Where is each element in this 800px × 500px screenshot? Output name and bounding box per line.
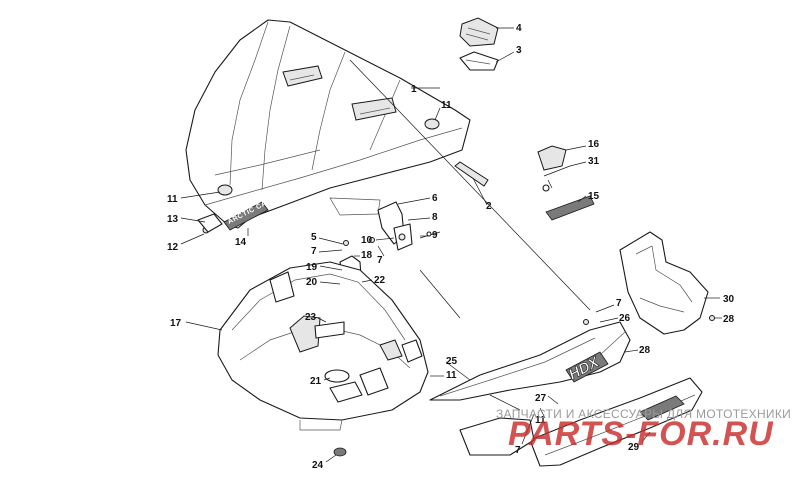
callout-17: 17 — [170, 318, 182, 329]
callout-15: 15 — [588, 191, 600, 202]
callout-11c: 11 — [446, 370, 457, 381]
callout-26: 26 — [619, 313, 631, 324]
callout-31: 31 — [588, 156, 600, 167]
callout-23: 23 — [305, 312, 317, 323]
callout-11b: 11 — [167, 194, 178, 205]
callout-29: 29 — [628, 442, 640, 453]
callout-1: 1 — [411, 84, 417, 95]
callout-19: 19 — [306, 262, 318, 273]
callout-5: 5 — [311, 232, 317, 243]
dash-console — [217, 261, 429, 457]
callout-12: 12 — [167, 242, 179, 253]
callouts: 1 2 3 4 5 6 7 7 7 7 8 9 10 — [167, 23, 735, 471]
watermark-tagline: ЗАПЧАСТИ И АКСЕССУАРЫ ДЛЯ МОТОТЕХНИКИ — [496, 407, 792, 421]
callout-18: 18 — [361, 250, 373, 261]
callout-22: 22 — [374, 275, 386, 286]
vent-grille — [459, 17, 499, 71]
callout-13: 13 — [167, 214, 179, 225]
callout-8: 8 — [432, 212, 438, 223]
callout-16: 16 — [588, 139, 600, 150]
side-panel: HDX — [429, 319, 631, 401]
callout-3: 3 — [516, 45, 522, 56]
watermark-logo: PARTS-FOR.RU — [508, 415, 774, 453]
callout-28b: 28 — [723, 314, 735, 325]
callout-7d: 7 — [515, 445, 521, 456]
callout-7a: 7 — [311, 246, 317, 257]
callout-4: 4 — [516, 23, 522, 34]
callout-24: 24 — [312, 460, 324, 471]
small-parts-upper-right — [537, 145, 595, 221]
callout-28a: 28 — [639, 345, 651, 356]
callout-25: 25 — [446, 356, 458, 367]
callout-11d: 11 — [535, 415, 546, 426]
side-shield — [619, 231, 715, 335]
callout-20: 20 — [306, 277, 318, 288]
lower-panel — [459, 377, 703, 467]
leader-lines — [349, 59, 591, 411]
callout-6: 6 — [432, 193, 438, 204]
weather-strip — [454, 161, 489, 187]
callout-27: 27 — [535, 393, 547, 404]
callout-7c: 7 — [616, 298, 622, 309]
callout-10: 10 — [361, 235, 373, 246]
callout-2: 2 — [486, 201, 492, 212]
callout-14: 14 — [235, 237, 247, 248]
callout-21: 21 — [310, 376, 322, 387]
callout-7b: 7 — [377, 255, 383, 266]
callout-9: 9 — [432, 230, 438, 241]
callout-30: 30 — [723, 294, 735, 305]
callout-11a: 11 — [441, 100, 452, 111]
